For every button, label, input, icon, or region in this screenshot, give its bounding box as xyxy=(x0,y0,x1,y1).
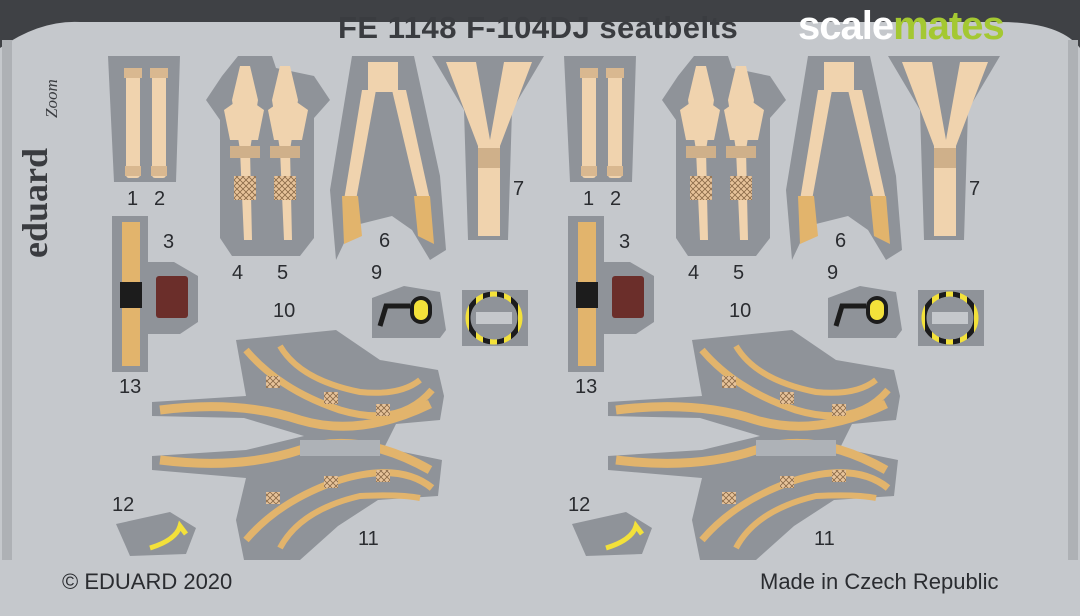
zoom-series-logo: Zoom xyxy=(42,79,61,118)
part-number: 3 xyxy=(163,231,175,253)
part-number: 9 xyxy=(827,262,839,284)
part-number: 1 xyxy=(583,188,595,210)
part-number: 2 xyxy=(154,188,166,210)
part-number: 7 xyxy=(969,178,981,200)
part-number: 12 xyxy=(568,494,591,516)
part-number: 5 xyxy=(733,262,745,284)
copyright-text: © EDUARD 2020 xyxy=(62,569,233,594)
part-number: 13 xyxy=(119,376,142,398)
part-number: 5 xyxy=(277,262,289,284)
part-number: 11 xyxy=(814,528,835,550)
part-number: 6 xyxy=(835,230,847,252)
part-number: 13 xyxy=(575,376,598,398)
part-number: 7 xyxy=(513,178,525,200)
part-number: 3 xyxy=(619,231,631,253)
brand-logo: scalemates xyxy=(798,4,1005,48)
part-number: 4 xyxy=(232,262,244,284)
part-number: 10 xyxy=(273,300,296,322)
part-number: 2 xyxy=(610,188,622,210)
part-number: 12 xyxy=(112,494,135,516)
fret-title: FE 1148 F-104DJ seatbelts xyxy=(338,10,739,45)
part-number: 6 xyxy=(379,230,391,252)
made-in-text: Made in Czech Republic xyxy=(760,569,999,594)
part-number: 10 xyxy=(729,300,752,322)
part-number: 4 xyxy=(688,262,700,284)
part-number: 11 xyxy=(358,528,379,550)
eduard-logo: eduard xyxy=(15,147,55,258)
part-number: 1 xyxy=(127,188,139,210)
part-number: 9 xyxy=(371,262,383,284)
